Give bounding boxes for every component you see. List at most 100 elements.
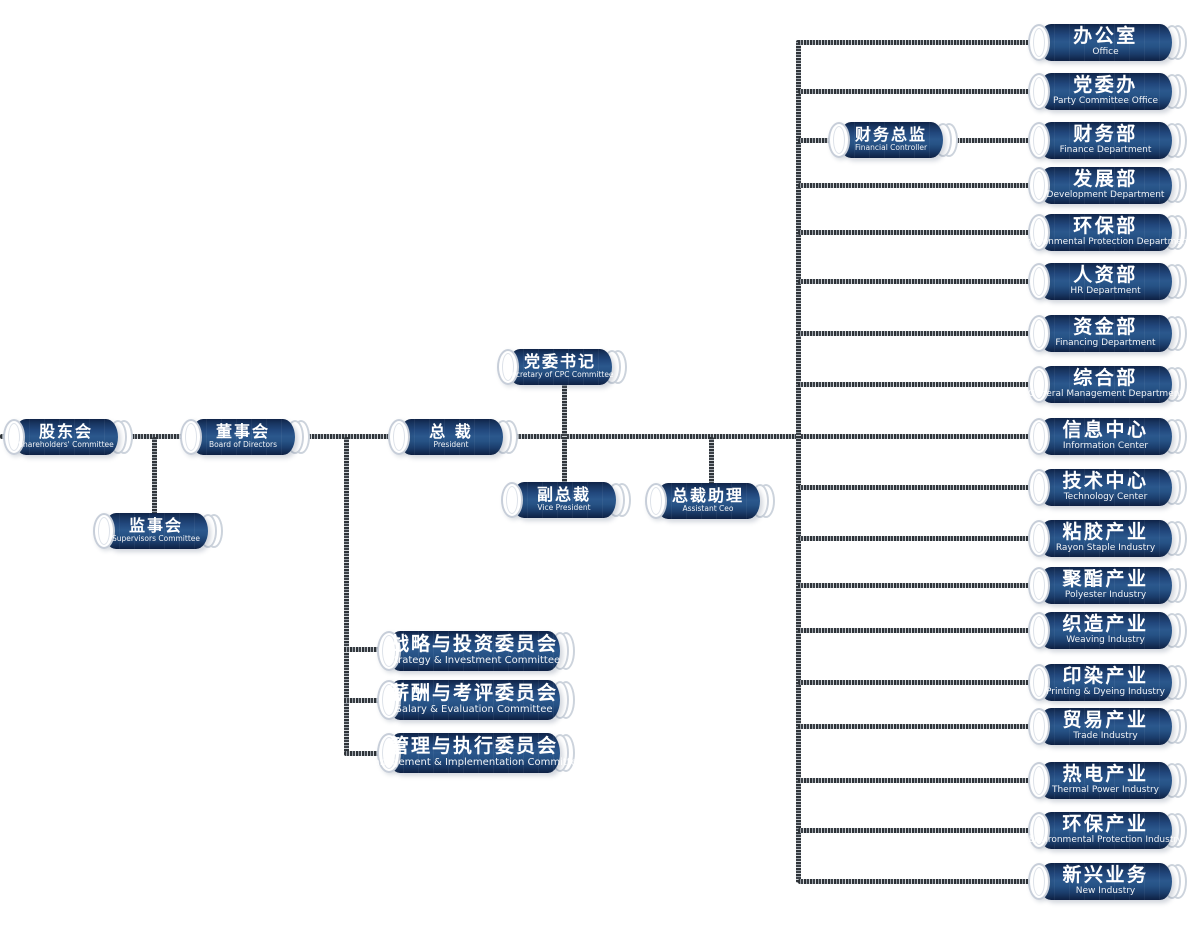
chain-connector [152, 437, 157, 515]
cylinder-cap-icon [1028, 167, 1050, 204]
node-label-zh: 贸易产业 [1062, 709, 1149, 732]
cylinder-body: 信息中心 Information Center [1039, 418, 1172, 455]
cylinder-cap-icon [1028, 863, 1050, 900]
cylinder-cap-icon [180, 419, 202, 455]
cylinder-cap-icon [828, 122, 850, 158]
chain-connector [798, 583, 1032, 588]
cylinder-body: 董事会 Board of Directors [191, 419, 295, 455]
cylinder-cap-icon [1028, 366, 1050, 403]
node-tech-center: 技术中心 Technology Center [1028, 469, 1187, 506]
node-label-zh: 监事会 [128, 516, 183, 536]
node-label-zh: 资金部 [1073, 316, 1138, 339]
cylinder-body: 综合部 General Management Department [1028, 366, 1183, 403]
chain-connector [798, 724, 1032, 729]
cylinder-cap-icon [377, 631, 401, 671]
cylinder-cap-icon [1028, 263, 1050, 300]
chain-connector [798, 183, 1032, 188]
cylinder-cap-icon [1028, 664, 1050, 701]
node-label-en: General Management Department [1028, 389, 1183, 400]
chain-connector [798, 485, 1032, 490]
cylinder-cap-icon [1028, 762, 1050, 799]
cylinder-cap-icon [3, 419, 25, 455]
node-label-en: Secretary of CPC Committee [506, 370, 614, 380]
chain-connector [344, 698, 379, 703]
node-label-zh: 党委办 [1073, 74, 1138, 97]
node-label-zh: 环保部 [1073, 215, 1138, 238]
node-label-zh: 环保产业 [1062, 813, 1149, 836]
cylinder-cap-icon [1028, 469, 1050, 506]
cylinder-body: 人资部 HR Department [1039, 263, 1172, 300]
cylinder-body: 发展部 Development Department [1039, 167, 1172, 204]
node-finance-dept: 财务部 Finance Department [1028, 122, 1187, 159]
node-info-center: 信息中心 Information Center [1028, 418, 1187, 455]
node-label-zh: 新兴业务 [1062, 864, 1149, 887]
cylinder-body: 环保部 Environmental Protection Department [1020, 214, 1191, 251]
chain-connector [562, 383, 567, 484]
node-label-en: Trade Industry [1073, 731, 1138, 742]
cylinder-body: 总裁助理 Assistant Ceo [656, 483, 760, 519]
node-printing-industry: 印染产业 Printing & Dyeing Industry [1028, 664, 1187, 701]
node-label-zh: 薪酬与考评委员会 [389, 682, 558, 705]
node-financing-dept: 资金部 Financing Department [1028, 315, 1187, 352]
cylinder-cap-icon [501, 482, 523, 518]
node-label-en: Thermal Power Industry [1051, 785, 1159, 796]
node-label-en: Environmental Protection Industry [1028, 835, 1183, 846]
chain-connector [344, 437, 349, 753]
cylinder-body: 管理与执行委员会 Management & Implementation Com… [365, 733, 583, 773]
chain-connector [798, 331, 1032, 336]
node-label-en: Weaving Industry [1066, 635, 1145, 646]
chain-connector [798, 828, 1032, 833]
node-label-zh: 信息中心 [1062, 419, 1149, 442]
cylinder-body: 印染产业 Printing & Dyeing Industry [1039, 664, 1172, 701]
node-weaving-industry: 织造产业 Weaving Industry [1028, 612, 1187, 649]
cylinder-cap-icon [1028, 315, 1050, 352]
node-label-en: Party Committee Office [1052, 96, 1159, 107]
cylinder-cap-icon [1028, 73, 1050, 110]
node-strategy-committee: 战略与投资委员会 Strategy & Investment Committee [377, 631, 575, 671]
chain-connector [344, 647, 379, 652]
node-thermal-industry: 热电产业 Thermal Power Industry [1028, 762, 1187, 799]
node-development-dept: 发展部 Development Department [1028, 167, 1187, 204]
node-label-en: Office [1092, 47, 1119, 58]
node-label-en: President [433, 440, 469, 450]
node-label-zh: 董事会 [215, 422, 270, 442]
node-label-en: Technology Center [1063, 492, 1148, 503]
node-new-industry: 新兴业务 New Industry [1028, 863, 1187, 900]
node-label-zh: 粘胶产业 [1062, 521, 1149, 544]
node-label-zh: 财务部 [1073, 123, 1138, 146]
chain-connector [798, 89, 1032, 94]
chain-connector [798, 230, 1032, 235]
cylinder-body: 热电产业 Thermal Power Industry [1039, 762, 1172, 799]
node-label-zh: 战略与投资委员会 [389, 633, 558, 656]
cylinder-body: 粘胶产业 Rayon Staple Industry [1039, 520, 1172, 557]
node-financial-controller: 财务总监 Financial Controller [828, 122, 958, 158]
node-label-en: Shareholders' Committee [18, 440, 114, 450]
node-label-en: Rayon Staple Industry [1055, 543, 1156, 554]
node-party-secretary: 党委书记 Secretary of CPC Committee [497, 349, 627, 385]
cylinder-body: 财务部 Finance Department [1039, 122, 1172, 159]
node-label-en: Management & Implementation Committee [364, 757, 584, 769]
node-polyester-industry: 聚酯产业 Polyester Industry [1028, 567, 1187, 604]
cylinder-cap-icon [377, 733, 401, 773]
cylinder-body: 环保产业 Environmental Protection Industry [1029, 812, 1182, 849]
node-label-zh: 管理与执行委员会 [389, 735, 558, 758]
chain-connector [798, 382, 1032, 387]
chain-connector [709, 437, 714, 484]
cylinder-body: 技术中心 Technology Center [1039, 469, 1172, 506]
cylinder-body: 副总裁 Vice President [512, 482, 616, 518]
node-president: 总 裁 President [388, 419, 518, 455]
node-label-en: Polyester Industry [1064, 590, 1147, 601]
node-label-en: Vice President [537, 503, 591, 513]
cylinder-cap-icon [1028, 214, 1050, 251]
node-trade-industry: 贸易产业 Trade Industry [1028, 708, 1187, 745]
cylinder-body: 织造产业 Weaving Industry [1039, 612, 1172, 649]
chain-connector [344, 751, 379, 756]
node-label-zh: 聚酯产业 [1062, 568, 1149, 591]
node-rayon-industry: 粘胶产业 Rayon Staple Industry [1028, 520, 1187, 557]
node-label-zh: 人资部 [1073, 264, 1138, 287]
cylinder-body: 党委办 Party Committee Office [1039, 73, 1172, 110]
node-label-en: Salary & Evaluation Committee [395, 704, 553, 716]
cylinder-body: 财务总监 Financial Controller [839, 122, 943, 158]
cylinder-cap-icon [1028, 520, 1050, 557]
chain-connector [306, 434, 1032, 439]
